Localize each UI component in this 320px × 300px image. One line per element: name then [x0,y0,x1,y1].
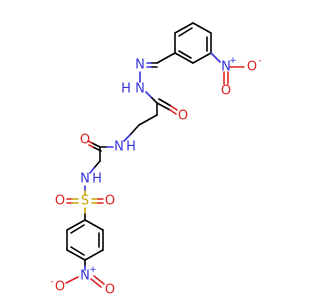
top-nitro-o-right: O [247,60,257,75]
glycine-ch2-nh: N H [114,114,158,155]
bottom-nitro-group: N + O - O [50,259,115,298]
sulfonyl-group: S O O [55,194,115,221]
sulfonamide-h: H [92,172,102,187]
hydrazone-n-imine: N [135,58,145,73]
hydrazone-n-h: N [135,82,145,97]
amide2-n: N [114,140,124,155]
top-benzene-ring [174,22,212,64]
bottom-benzene-ring [66,219,104,261]
top-nitro-plus: + [229,56,237,66]
amide2-o: O [80,133,90,148]
sulfonamide-n: N [80,172,90,187]
top-nitro-group: N + O - O [210,52,262,99]
sulfonamide-nh: N H [80,160,102,196]
molecule-structure: N + O - O N N H O N H [50,22,262,298]
bottom-nitro-n: N [80,269,90,284]
bottom-nitro-plus: + [89,265,97,275]
amide-carbonyl-2: O [80,133,114,162]
hydrazone-linker: N N H [121,52,176,104]
bottom-nitro-o-minus: - [50,277,53,287]
sulfonyl-o-right: O [105,194,115,209]
bottom-nitro-o-right: O [105,283,115,298]
amide1-o: O [178,109,188,124]
amide-carbonyl-1: O [156,98,188,124]
sulfonyl-s: S [81,194,89,209]
amide2-h: H [126,140,136,155]
bottom-nitro-o-left: O [55,280,65,295]
top-nitro-o-down: O [221,84,231,99]
sulfonyl-o-left: O [55,194,65,209]
top-nitro-n: N [221,60,231,75]
hydrazone-h: H [121,82,131,97]
top-nitro-o-minus: - [258,56,261,66]
